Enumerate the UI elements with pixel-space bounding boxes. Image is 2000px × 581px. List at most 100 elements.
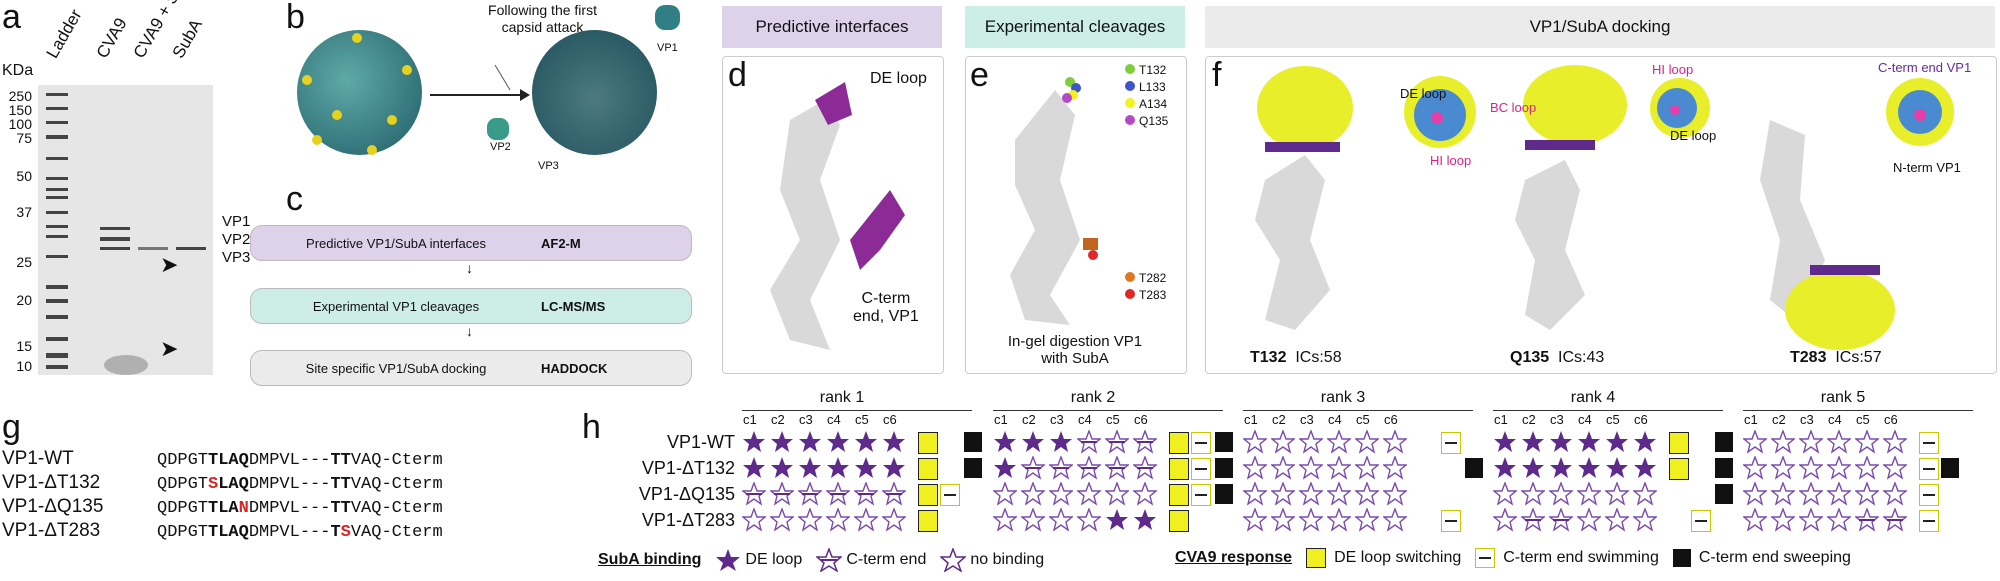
switch-square-icon: [918, 458, 938, 480]
panel-label-c: c: [286, 180, 303, 218]
rank-col-label: c3: [1550, 412, 1564, 427]
sequence-name: VP1-ΔQ135: [2, 496, 104, 517]
star-empty-icon: [1549, 482, 1573, 506]
sweep-square-icon: [1715, 432, 1733, 452]
rank-underline: [1243, 410, 1473, 411]
rank-col-label: c2: [1772, 412, 1786, 427]
star-empty-icon: [1271, 508, 1295, 532]
swim-square-icon: [1191, 458, 1211, 480]
star-filled-icon: [883, 431, 905, 452]
star-empty-icon: [1827, 456, 1851, 480]
star-empty-icon: [1327, 456, 1351, 480]
rank-underline: [1743, 410, 1973, 411]
header-predictive: Predictive interfaces: [722, 6, 942, 48]
star-striped-icon: [1105, 430, 1129, 454]
mw-25: 25: [16, 254, 32, 270]
panel-label-h: h: [582, 408, 601, 446]
panel-label-g: g: [2, 408, 21, 446]
residue-a134: A134: [1125, 96, 1168, 113]
star-empty-icon: [1605, 482, 1629, 506]
swim-square-icon: [1919, 458, 1939, 480]
switch-square-icon: [1169, 458, 1189, 480]
mw-150: 150: [8, 102, 32, 118]
switch-square-icon: [1669, 432, 1689, 454]
star-empty-icon: [993, 508, 1017, 532]
star-filled-icon: [994, 431, 1016, 452]
rank-underline: [993, 410, 1223, 411]
star-striped-icon: [770, 482, 794, 506]
rank-row-label: VP1-ΔQ135: [638, 484, 735, 504]
star-empty-icon: [1383, 456, 1407, 480]
inset1-de-loop: DE loop: [1400, 86, 1447, 101]
sequence-name: VP1-ΔT283: [2, 520, 101, 541]
star-empty-icon: [1521, 482, 1545, 506]
residue-legend-top: T132 L133 A134 Q135: [1125, 62, 1168, 130]
star-empty-icon: [1883, 430, 1907, 454]
star-empty-icon: [1827, 482, 1851, 506]
rank-col-label: c6: [1634, 412, 1648, 427]
sequence-text: QDPGTSLAQDMPVL---TTVAQ-Cterm: [157, 475, 443, 494]
star-filled-icon: [994, 457, 1016, 478]
swim-square-icon: [940, 484, 960, 506]
star-empty-icon: [1771, 430, 1795, 454]
rank-col-label: c1: [743, 412, 757, 427]
star-empty-icon: [1799, 508, 1823, 532]
rank-col-label: c5: [855, 412, 869, 427]
sequence-name: VP1-ΔT132: [2, 472, 101, 493]
sequence-row: VP1-ΔT132 QDPGTSLAQDMPVL---TTVAQ-Cterm: [2, 472, 443, 494]
star-empty-icon: [1493, 482, 1517, 506]
star-filled-icon: [1494, 431, 1516, 452]
star-empty-icon: [1743, 456, 1767, 480]
star-striped-icon: [816, 548, 843, 572]
swim-square-icon: [1441, 432, 1461, 454]
star-filled-icon: [827, 457, 849, 478]
lane-cva9: CVA9: [92, 14, 131, 62]
star-striped-icon: [1021, 456, 1045, 480]
panel-label-b: b: [286, 0, 305, 36]
rank-title: rank 5: [1820, 389, 1866, 406]
star-striped-icon: [1077, 456, 1101, 480]
legend-no-binding: no binding: [970, 551, 1045, 568]
star-empty-icon: [1049, 508, 1073, 532]
panel-label-f: f: [1212, 56, 1222, 94]
arrowhead-icon: ➤: [160, 252, 179, 277]
star-filled-icon: [1050, 431, 1072, 452]
star-empty-icon: [1271, 430, 1295, 454]
legend-swim: C-term end swimming: [1503, 549, 1659, 566]
star-empty-icon: [1355, 430, 1379, 454]
docking-q135: Q135 ICs:43: [1510, 349, 1605, 366]
sweep-square-icon: [1715, 458, 1733, 478]
de-loop-label: DE loop: [870, 70, 927, 87]
star-filled-icon: [771, 431, 793, 452]
residue-q135: Q135: [1125, 113, 1168, 130]
star-empty-icon: [1493, 508, 1517, 532]
star-filled-icon: [1578, 431, 1600, 452]
star-empty-icon: [1105, 482, 1129, 506]
star-filled-icon: [1522, 431, 1544, 452]
label-vp3: VP3: [222, 249, 251, 266]
star-empty-icon: [1383, 430, 1407, 454]
star-empty-icon: [1855, 482, 1879, 506]
star-filled-icon: [799, 431, 821, 452]
star-empty-icon: [1299, 456, 1323, 480]
legend-switch: DE loop switching: [1334, 549, 1462, 566]
legend-cterm: C-term end: [846, 551, 927, 568]
sequence-text: QDPGTTLAQDMPVL---TTVAQ-Cterm: [157, 451, 443, 470]
star-empty-icon: [1827, 508, 1851, 532]
star-striped-icon: [798, 482, 822, 506]
star-empty-icon: [1355, 456, 1379, 480]
rank-row-label: VP1-ΔT283: [641, 510, 735, 530]
rank-col-label: c6: [883, 412, 897, 427]
capsid-attacked-image: [532, 30, 657, 155]
residue-t132: T132: [1125, 62, 1168, 79]
switch-square-icon: [918, 510, 938, 532]
sequence-text: QDPGTTLAQDMPVL---TSVAQ-Cterm: [157, 523, 443, 542]
swim-square-icon: [1441, 510, 1461, 532]
mw-50: 50: [16, 168, 32, 184]
star-empty-icon: [798, 508, 822, 532]
inset3-nterm: N-term VP1: [1893, 160, 1961, 175]
star-filled-icon: [771, 457, 793, 478]
star-striped-icon: [1855, 508, 1879, 532]
